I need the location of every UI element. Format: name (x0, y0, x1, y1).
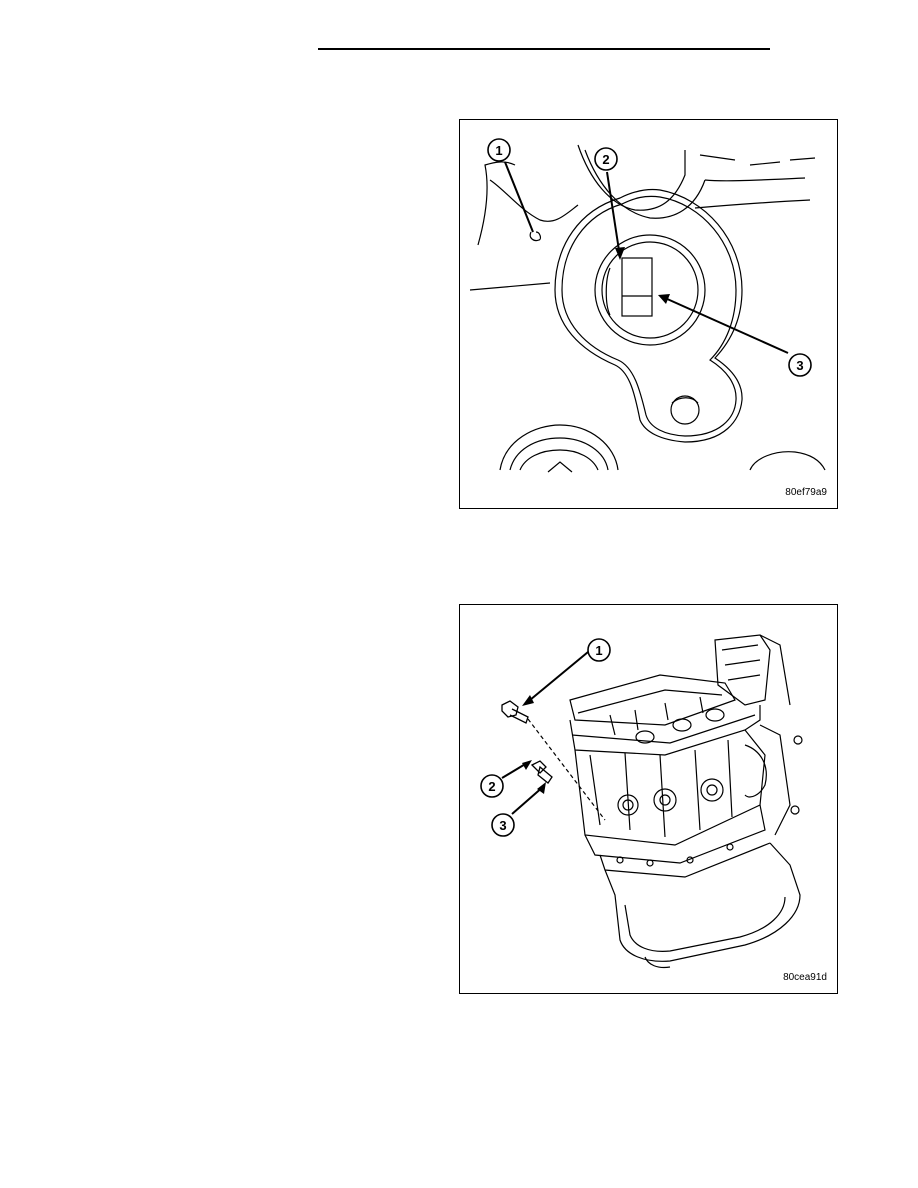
callout-number: 3 (796, 358, 803, 373)
callout-number: 2 (602, 152, 609, 167)
callout-circle (594, 147, 618, 171)
figure-code: 80ef79a9 (785, 487, 827, 498)
sensor-bore-illustration: 1 2 3 (469, 138, 826, 473)
callout-number: 2 (488, 779, 495, 794)
callout-number: 3 (499, 818, 506, 833)
callout-circle (587, 638, 611, 662)
callout-number: 1 (595, 643, 602, 658)
engine-block-illustration: 1 2 3 (480, 634, 803, 969)
callout-circle (487, 138, 511, 162)
figure-sensor-bore: 1 2 3 80ef79a9 (459, 119, 838, 509)
callout-circle (480, 774, 504, 798)
figure-code: 80cea91d (783, 972, 827, 983)
callout-number: 1 (495, 143, 502, 158)
header-rule (318, 48, 770, 50)
callout-circle (491, 813, 515, 837)
callout-circle (788, 353, 812, 377)
figure-engine-block: 1 2 3 80cea91d (459, 604, 838, 994)
